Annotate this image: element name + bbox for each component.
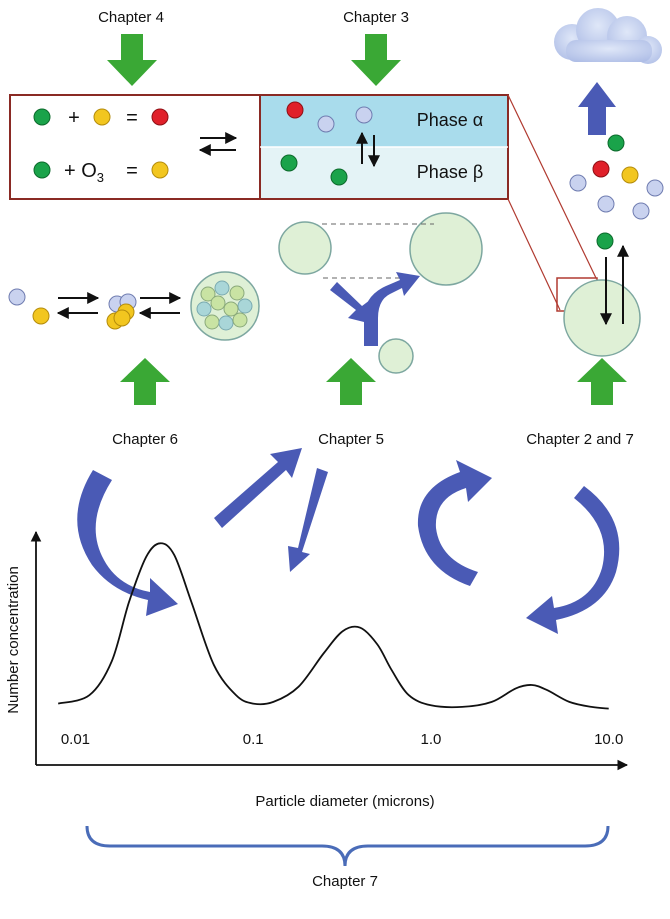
chapter-5-label: Chapter 5	[318, 431, 384, 448]
chapter-4-label: Chapter 4	[98, 9, 164, 26]
lilac-particle	[569, 174, 587, 192]
zoom-line-bottom	[507, 198, 561, 311]
chapter-7-label: Chapter 7	[312, 873, 378, 890]
coagulation-arrow-left	[330, 282, 372, 324]
green-particle	[607, 134, 625, 152]
uptake-arrows-icon	[600, 244, 629, 326]
plus-sign: +	[68, 107, 80, 129]
yellow-particle	[32, 307, 50, 325]
yellow-particle	[621, 166, 639, 184]
coagulation-arrow-right	[364, 272, 420, 346]
phase-alpha-region	[260, 95, 508, 147]
equals-sign: =	[126, 107, 138, 129]
cloud-icon	[554, 8, 662, 64]
phase-beta-label: Phase β	[417, 162, 483, 182]
growth-arrows-icon	[138, 292, 182, 319]
nucleation-arrows-icon	[56, 292, 100, 319]
green-particle	[596, 232, 614, 250]
lilac-particle	[646, 179, 664, 197]
nucleation-to-mode-arrow	[77, 470, 178, 616]
molecular-cluster-icon	[106, 293, 137, 330]
plus-ozone-text: + O3	[64, 160, 104, 185]
chapter-4-arrow	[107, 34, 157, 86]
growth-up-arrow	[214, 448, 302, 528]
red-particle	[286, 101, 304, 119]
phase-alpha-label: Phase α	[417, 110, 483, 130]
lilac-particle	[597, 195, 615, 213]
chapter-2-and-7-label: Chapter 2 and 7	[526, 431, 634, 448]
x-tick-label: 0.1	[243, 731, 264, 748]
chapter-3-arrow	[351, 34, 401, 86]
cycle-arrow-left	[417, 460, 492, 586]
green-particle	[33, 108, 51, 126]
red-particle	[151, 108, 169, 126]
equals-sign: =	[126, 160, 138, 182]
chapter-6-arrow	[120, 358, 170, 405]
aerosol-particle	[563, 279, 641, 357]
yellow-particle	[93, 108, 111, 126]
lilac-particle	[317, 115, 335, 133]
nucleated-particle-icon	[190, 271, 260, 341]
chapter-5-arrow	[326, 358, 376, 405]
size-distribution-curve	[57, 542, 609, 710]
size-distribution-chart: Number concentration Particle diameter (…	[5, 530, 629, 810]
lilac-particle	[355, 106, 373, 124]
coagulation-down-arrow	[288, 468, 328, 572]
green-particle	[330, 168, 348, 186]
y-axis-label: Number concentration	[5, 566, 22, 714]
chapter-3-label: Chapter 3	[343, 9, 409, 26]
green-particle	[280, 154, 298, 172]
large-particle	[409, 212, 483, 286]
green-particle	[33, 161, 51, 179]
x-tick-label: 10.0	[594, 731, 623, 748]
equilibrium-arrows-icon	[198, 132, 238, 156]
yellow-particle	[151, 161, 169, 179]
chapter-7-brace	[85, 825, 610, 867]
chapter-6-label: Chapter 6	[112, 431, 178, 448]
lilac-particle	[8, 288, 26, 306]
x-tick-label: 0.01	[61, 731, 90, 748]
phase-beta-region	[260, 147, 508, 199]
chapter-2-and-7-arrow	[577, 358, 627, 405]
x-tick-label: 1.0	[421, 731, 442, 748]
zoom-line-top	[507, 94, 597, 279]
x-axis-label: Particle diameter (microns)	[255, 793, 434, 810]
upward-blue-arrow	[578, 82, 616, 135]
cycle-arrow-right	[526, 486, 620, 634]
gas-phase-reaction-box	[9, 94, 261, 200]
red-particle	[592, 160, 610, 178]
lilac-particle	[632, 202, 650, 220]
phase-exchange-arrows-icon	[356, 131, 380, 168]
x-tick-labels: 0.01 0.1 1.0 10.0	[61, 731, 623, 748]
small-particle	[278, 221, 332, 275]
tiny-particle	[378, 338, 414, 374]
